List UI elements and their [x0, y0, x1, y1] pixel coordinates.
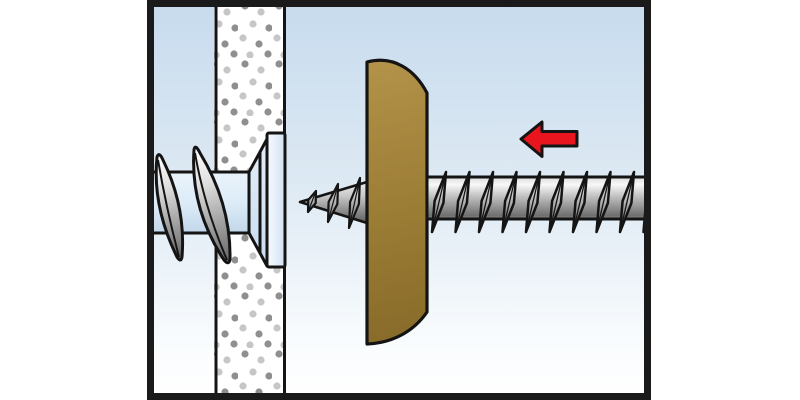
screw-tip-thread-1-crest: [307, 190, 317, 213]
screw-tip-thread-3-crest: [348, 177, 361, 229]
anchor-helix-blade-2: [192, 145, 232, 265]
screw-tip-thread-2-crest: [327, 183, 339, 223]
wooden-board: [365, 58, 429, 346]
anchor-cone: [247, 150, 262, 255]
direction-arrow: [519, 120, 579, 158]
frame-border: [147, 0, 651, 400]
anchor-helix-blade-2-crest: [194, 152, 228, 261]
anchor-flange-plate: [265, 131, 287, 269]
anchor-helix-blade-1-crest: [157, 159, 180, 258]
